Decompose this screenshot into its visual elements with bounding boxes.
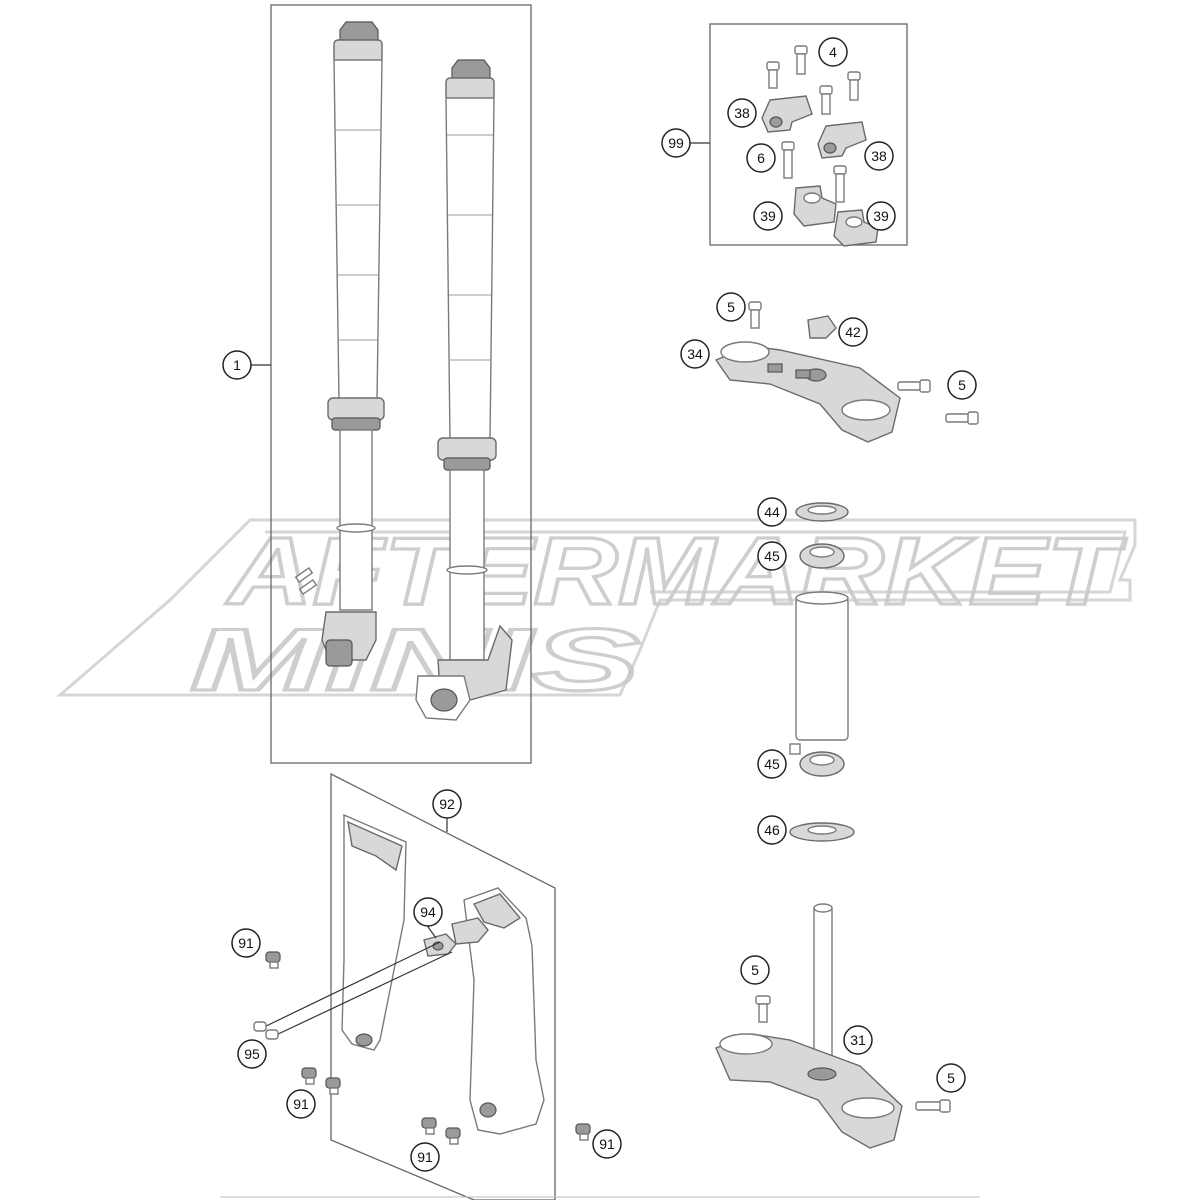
screw-icon	[766, 45, 861, 203]
callout-fork-guard-set: 92	[439, 796, 455, 812]
handlebar-kit-frame	[709, 23, 908, 246]
screw-icon	[755, 995, 951, 1113]
callout-handlebar-holder-b: 39	[873, 208, 889, 224]
callout-screw-holder: 6	[757, 150, 765, 166]
callout-screw-kit: 4	[829, 44, 837, 60]
callout-upper-triple-clamp: 34	[687, 346, 703, 362]
screw-icon	[265, 951, 591, 1145]
fork-guard-icon	[341, 813, 545, 1135]
screw-icon	[253, 1021, 279, 1040]
steering-tube-icon	[789, 591, 849, 755]
callout-stem: 31	[850, 1032, 866, 1048]
callout-screw-guide: 95	[244, 1046, 260, 1062]
callout-screw-guard-b: 91	[293, 1096, 309, 1112]
callout-screw-top: 5	[727, 299, 735, 315]
callout-seal-ring: 44	[764, 504, 780, 520]
screw-icon	[748, 301, 979, 425]
watermark: AFTERMARKET MINIS	[55, 516, 1137, 711]
callout-bearing-upper: 45	[764, 548, 780, 564]
triple-clamp-icon	[714, 341, 901, 443]
bearing-icon	[789, 502, 855, 842]
handlebar-clamp-icon	[761, 95, 867, 159]
fork-assembly-frame	[270, 4, 532, 764]
callout-screw-guard-a: 91	[238, 935, 254, 951]
callout-handlebar-clamp-b: 38	[871, 148, 887, 164]
callout-screw-guard-c: 91	[417, 1149, 433, 1165]
triple-clamp-icon	[715, 903, 903, 1149]
handlebar-holder-icon	[793, 185, 879, 247]
callout-handlebar-holder-a: 39	[760, 208, 776, 224]
callout-collar-nut: 42	[845, 324, 861, 340]
fork-leg-icon	[294, 21, 385, 667]
callout-screw-lower-clamp: 5	[947, 1070, 955, 1086]
fork-leg-icon	[415, 59, 513, 721]
callout-bearing-lower: 45	[764, 756, 780, 772]
callout-handlebar-kit: 99	[668, 135, 684, 151]
callout-screw-clamp: 5	[958, 377, 966, 393]
callout-brake-line-guide: 94	[420, 904, 436, 920]
callout-screw-guard-d: 91	[599, 1136, 615, 1152]
callout-handlebar-clamp-a: 38	[734, 105, 750, 121]
callout-seal-lower: 46	[764, 822, 780, 838]
watermark-line2: MINIS	[190, 610, 640, 709]
watermark-line1: AFTERMARKET	[226, 518, 1127, 625]
callout-fork-assembly: 1	[233, 357, 241, 373]
callout-screw-lower: 5	[751, 962, 759, 978]
